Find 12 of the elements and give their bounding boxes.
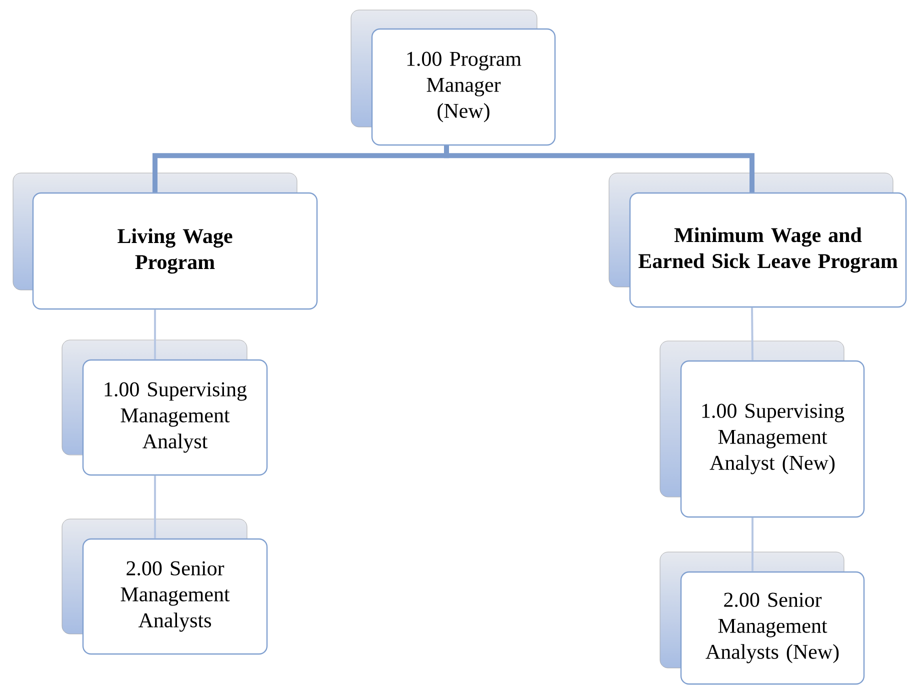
connector-line: [154, 476, 156, 538]
org-chart-box: 2.00 Senior Management Analysts (New): [660, 552, 865, 685]
org-chart-box: 1.00 Program Manager (New): [350, 10, 556, 146]
connector-line: [444, 146, 754, 192]
org-chart-box: Minimum Wage and Earned Sick Leave Program: [608, 172, 907, 308]
connector-line: [154, 310, 156, 360]
connector-line: [752, 518, 754, 572]
org-chart-box: 2.00 Senior Management Analysts: [62, 518, 268, 655]
org-chart-box: Living Wage Program: [12, 172, 318, 310]
org-chart-box: 1.00 Supervising Management Analyst: [62, 340, 268, 476]
connector-line: [751, 308, 754, 360]
org-chart-box: 1.00 Supervising Management Analyst (New): [660, 340, 865, 518]
